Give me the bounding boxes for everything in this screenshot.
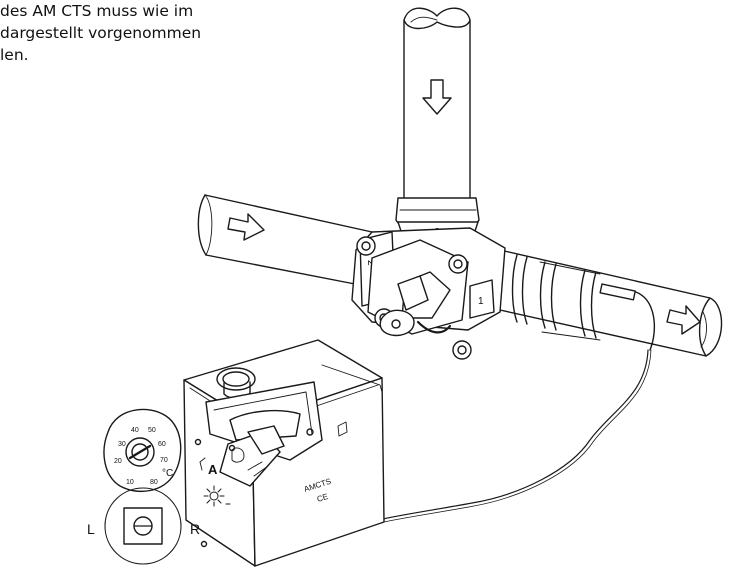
dial-tick-20: 20 <box>114 458 122 465</box>
instruction-text: des AM CTS muss wie im dargestellt vorge… <box>0 0 260 66</box>
left-label: L <box>87 521 95 537</box>
actuator: A AMCTS CE <box>183 339 385 567</box>
instruction-line-1: des AM CTS muss wie im <box>0 2 194 20</box>
dial-tick-80: 80 <box>150 479 158 486</box>
flow-arrow-down-icon <box>422 79 452 115</box>
frost-sun-icon <box>203 485 231 507</box>
dial-tick-40: 40 <box>131 427 139 434</box>
mode-letter: A <box>208 462 218 477</box>
rotation-selector: L R <box>87 487 200 565</box>
ce-mark: CE <box>316 492 329 504</box>
dial-tick-50: 50 <box>148 427 156 434</box>
vertical-pipe <box>403 7 471 206</box>
port-label-2: 2 <box>365 260 376 266</box>
instruction-line-3: len. <box>0 46 29 64</box>
port-label-1: 1 <box>478 296 484 307</box>
flow-arrow-right-icon <box>666 305 701 335</box>
dial-tick-10: 10 <box>126 479 134 486</box>
instruction-line-2: dargestellt vorgenommen <box>0 24 202 42</box>
mixing-valve: 3 2 1 <box>351 197 506 360</box>
sensor-cable <box>382 349 649 520</box>
horizontal-pipe-right <box>499 249 723 357</box>
dial-unit: °C <box>162 468 173 479</box>
dial-tick-60: 60 <box>158 441 166 448</box>
dial-tick-70: 70 <box>160 457 168 464</box>
temperature-dial: 10 20 30 40 50 60 70 80 °C <box>103 408 182 493</box>
flow-arrow-right-icon <box>227 213 265 241</box>
right-label: R <box>190 521 200 537</box>
dial-tick-30: 30 <box>118 441 126 448</box>
horizontal-pipe-left <box>197 194 373 286</box>
